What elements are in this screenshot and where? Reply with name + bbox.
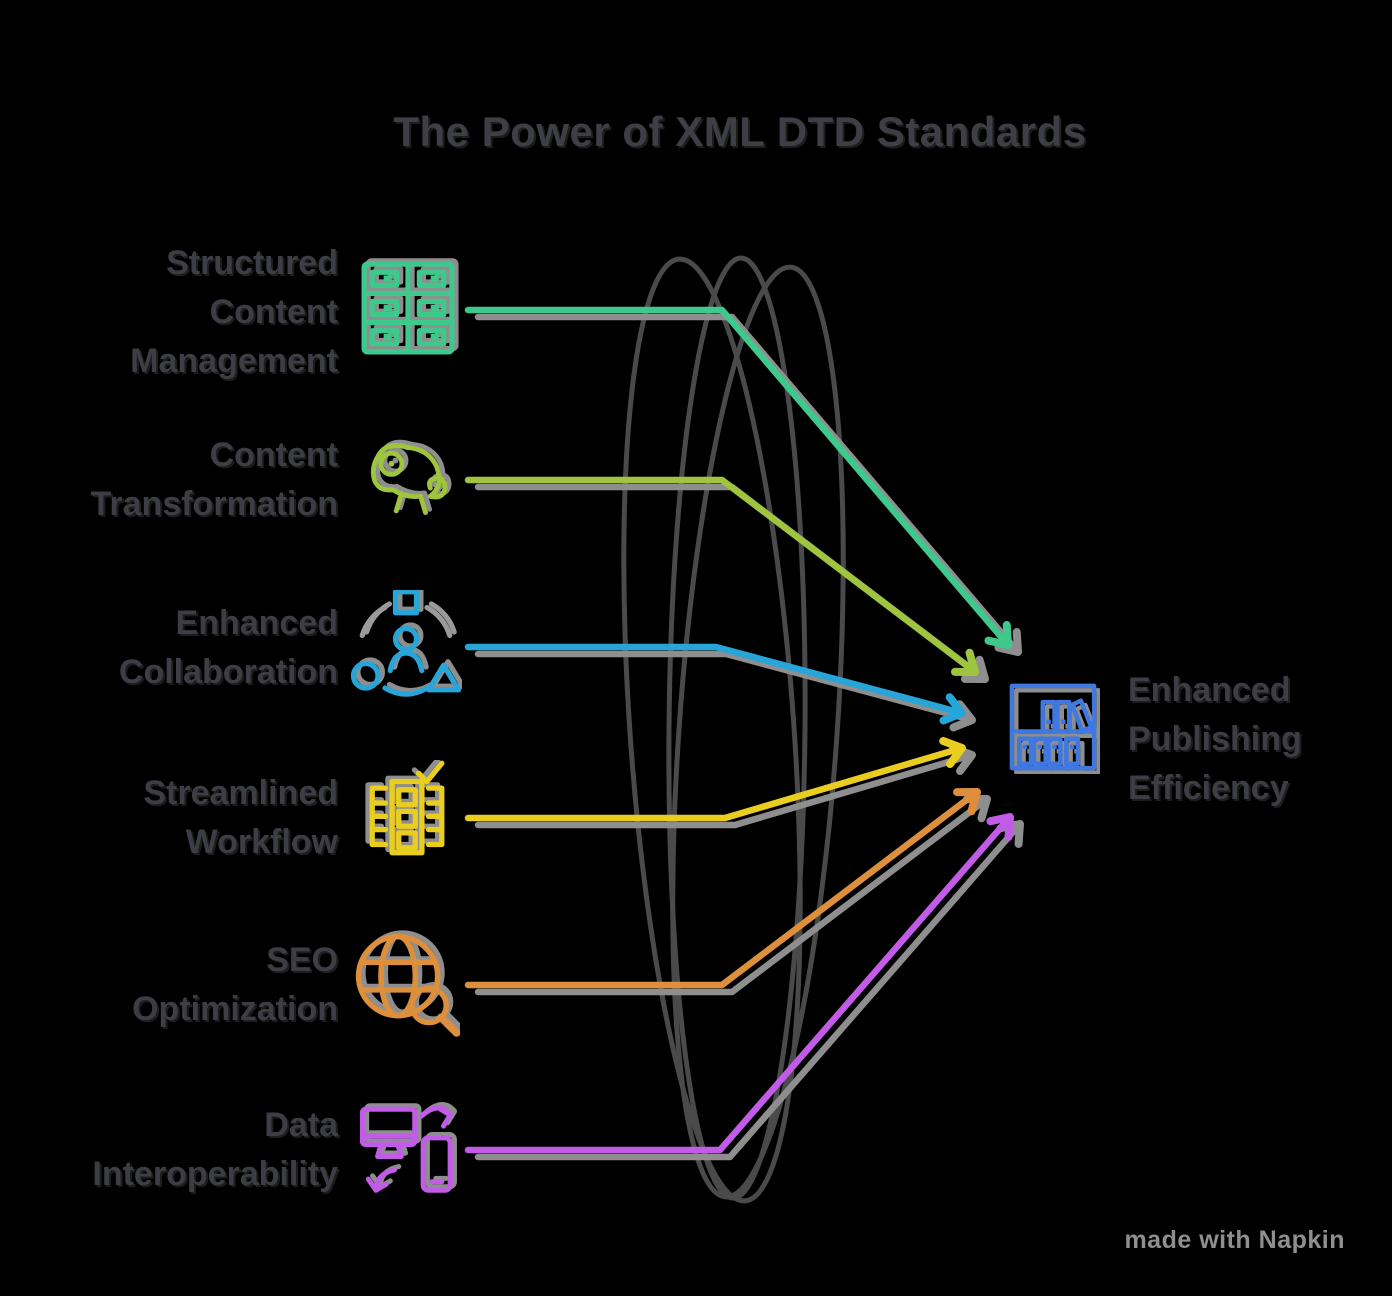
watermark: made with Napkin <box>1124 1226 1345 1254</box>
connector-seo-optimization <box>464 788 981 989</box>
label-content-transformation: Content Transformation <box>90 436 338 523</box>
label-structured-content-management: Structured Content Management <box>130 244 338 380</box>
chameleon-icon <box>354 428 458 532</box>
connector-enhanced-collaboration <box>464 643 966 725</box>
connector-content-transformation <box>464 476 979 676</box>
label-seo-optimization: SEO Optimization <box>132 941 338 1028</box>
workflow-checklist-icon <box>354 760 460 866</box>
bookshelf-icon <box>1006 680 1100 774</box>
label-enhanced-collaboration: Enhanced Collaboration <box>118 604 338 691</box>
label-streamlined-workflow: Streamlined Workflow <box>143 774 338 861</box>
device-sync-icon <box>354 1094 462 1202</box>
connector-structured-content <box>464 306 1012 649</box>
page-title: The Power of XML DTD Standards <box>393 108 1087 155</box>
connector-streamlined-workflow <box>464 737 966 822</box>
collaboration-icon <box>350 590 462 702</box>
label-data-interoperability: Data Interoperability <box>92 1106 338 1193</box>
convergence-ellipses <box>621 255 846 1204</box>
connector-data-interoperability <box>464 813 1014 1154</box>
label-enhanced-publishing-efficiency: Enhanced Publishing Efficiency <box>1128 671 1302 807</box>
connector-shadows <box>474 313 1024 1161</box>
globe-search-icon <box>350 928 460 1038</box>
table-grid-icon <box>356 256 460 360</box>
